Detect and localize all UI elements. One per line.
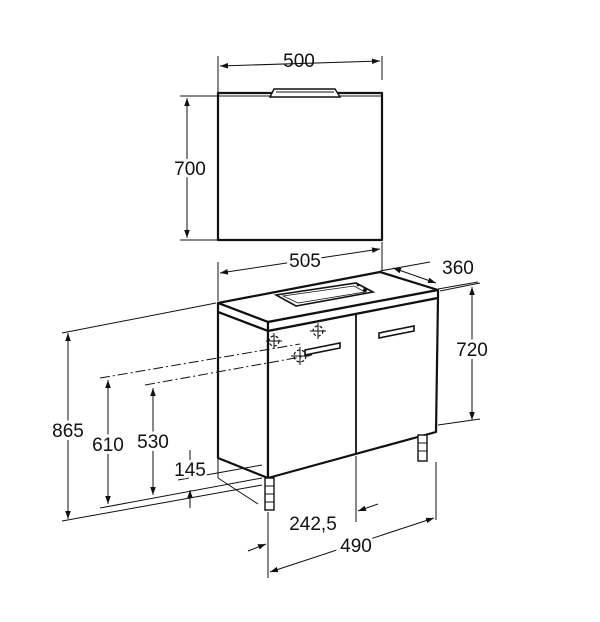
dim-610: 610 (89, 380, 127, 504)
leg-left-icon (264, 477, 275, 511)
dim-basin-width: 505 (217, 242, 383, 301)
label-mirror-height: 700 (174, 159, 206, 180)
mirror (216, 88, 384, 242)
plumbing-reference-lines (99, 343, 313, 386)
label-leg-height: 145 (174, 460, 206, 481)
mirror-lamp-icon (268, 88, 342, 98)
right-door-handle-icon (378, 325, 415, 339)
dim-leg-height: 145 (172, 450, 263, 508)
dim-total-height: 865 (49, 302, 263, 522)
water-inlet-2-icon (310, 323, 326, 339)
dim-bottom-extensions (217, 456, 437, 578)
dim-cabinet-depth: 490 (269, 517, 435, 573)
left-door-handle-icon (304, 342, 341, 356)
dim-mirror-width: 500 (217, 51, 383, 92)
dim-cabinet-height: 720 (437, 282, 491, 426)
label-basin-width: 505 (289, 251, 321, 272)
label-depth: 360 (442, 258, 474, 279)
dim-mirror-height: 700 (171, 95, 217, 241)
dim-530: 530 (99, 388, 263, 509)
dim-depth: 360 (379, 258, 479, 290)
label-610: 610 (92, 435, 124, 456)
basin-icon (273, 282, 376, 307)
vanity-cabinet (216, 270, 440, 511)
label-total-height: 865 (52, 421, 84, 442)
leg-right-icon (417, 434, 428, 462)
label-530: 530 (137, 432, 169, 453)
label-mirror-width: 500 (283, 51, 315, 72)
water-inlet-icon (266, 333, 282, 349)
label-half-depth: 242,5 (289, 514, 337, 535)
label-cabinet-height: 720 (456, 340, 488, 361)
label-cabinet-depth: 490 (340, 536, 372, 557)
